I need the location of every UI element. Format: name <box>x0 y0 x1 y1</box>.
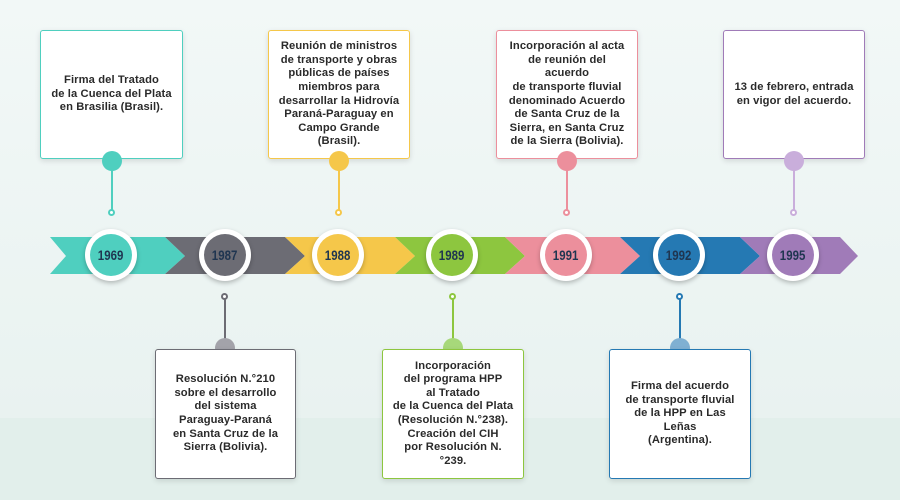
connector-pin-1995 <box>790 209 797 216</box>
year-marker-1988: 1988 <box>312 229 364 281</box>
connector-dot-1995 <box>784 151 804 171</box>
connector-line-1987 <box>224 298 226 340</box>
connector-pin-1992 <box>676 293 683 300</box>
event-card-1969: Firma del Tratado de la Cuenca del Plata… <box>40 30 183 159</box>
event-card-1995: 13 de febrero, entrada en vigor del acue… <box>723 30 865 159</box>
event-text-1987: Resolución N.°210 sobre el desarrollo de… <box>172 373 279 454</box>
year-label-1995: 1995 <box>780 247 806 263</box>
event-text-1995: 13 de febrero, entrada en vigor del acue… <box>734 80 854 107</box>
year-marker-inner-1988: 1988 <box>317 234 359 276</box>
event-text-1989: Incorporación del programa HPP al Tratad… <box>392 359 514 467</box>
event-text-1992: Firma del acuerdo de transporte fluvial … <box>625 380 735 447</box>
year-label-1992: 1992 <box>666 247 692 263</box>
year-marker-inner-1987: 1987 <box>204 234 246 276</box>
connector-dot-1991 <box>557 151 577 171</box>
year-marker-1969: 1969 <box>85 229 137 281</box>
year-label-1969: 1969 <box>98 247 124 263</box>
connector-line-1992 <box>679 298 681 340</box>
connector-dot-1988 <box>329 151 349 171</box>
connector-pin-1988 <box>335 209 342 216</box>
connector-line-1988 <box>338 170 340 212</box>
year-marker-1995: 1995 <box>767 229 819 281</box>
connector-line-1995 <box>793 170 795 212</box>
event-card-1988: Reunión de ministros de transporte y obr… <box>268 30 410 159</box>
connector-pin-1987 <box>221 293 228 300</box>
year-label-1988: 1988 <box>325 247 351 263</box>
year-marker-inner-1995: 1995 <box>772 234 814 276</box>
event-card-1989: Incorporación del programa HPP al Tratad… <box>382 349 524 479</box>
year-marker-inner-1969: 1969 <box>90 234 132 276</box>
event-text-1991: Incorporación al acta de reunión del acu… <box>508 40 626 148</box>
connector-pin-1969 <box>108 209 115 216</box>
connector-pin-1991 <box>563 209 570 216</box>
year-marker-1987: 1987 <box>199 229 251 281</box>
year-marker-inner-1989: 1989 <box>431 234 473 276</box>
event-card-1987: Resolución N.°210 sobre el desarrollo de… <box>155 349 296 479</box>
connector-line-1969 <box>111 170 113 212</box>
connector-dot-1969 <box>102 151 122 171</box>
year-marker-inner-1992: 1992 <box>658 234 700 276</box>
event-text-1988: Reunión de ministros de transporte y obr… <box>278 40 400 148</box>
year-label-1991: 1991 <box>553 247 579 263</box>
year-marker-1992: 1992 <box>653 229 705 281</box>
year-marker-inner-1991: 1991 <box>545 234 587 276</box>
year-label-1987: 1987 <box>212 247 238 263</box>
connector-line-1991 <box>566 170 568 212</box>
event-card-1992: Firma del acuerdo de transporte fluvial … <box>609 349 751 479</box>
connector-line-1989 <box>452 298 454 340</box>
year-marker-1989: 1989 <box>426 229 478 281</box>
year-marker-1991: 1991 <box>540 229 592 281</box>
event-card-1991: Incorporación al acta de reunión del acu… <box>496 30 638 159</box>
event-text-1969: Firma del Tratado de la Cuenca del Plata… <box>51 74 172 114</box>
year-label-1989: 1989 <box>439 247 465 263</box>
connector-pin-1989 <box>449 293 456 300</box>
